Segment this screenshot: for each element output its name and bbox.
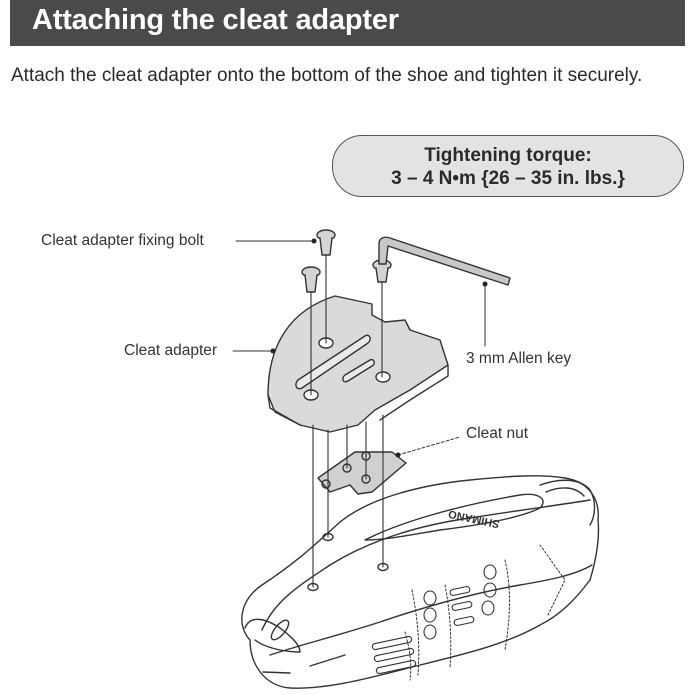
shoe-outline <box>241 475 600 689</box>
cleat-adapter-illustration <box>267 295 449 433</box>
instruction-text: Attach the cleat adapter onto the bottom… <box>11 65 643 86</box>
label-fixing-bolt: Cleat adapter fixing bolt <box>41 232 204 249</box>
torque-value: 3 – 4 N•m {26 – 35 in. lbs.} <box>391 168 625 189</box>
allen-key-illustration <box>378 236 511 286</box>
section-title-bar: Attaching the cleat adapter <box>10 0 685 46</box>
section-title: Attaching the cleat adapter <box>32 4 399 36</box>
fixing-bolts <box>301 229 392 293</box>
cleat-nut-illustration <box>317 451 407 495</box>
torque-heading: Tightening torque: <box>424 145 592 166</box>
torque-callout: Tightening torque: 3 – 4 N•m {26 – 35 in… <box>332 135 684 197</box>
label-cleat-adapter: Cleat adapter <box>124 342 218 359</box>
shoe-illustration <box>241 475 600 689</box>
alignment-lines <box>310 254 384 588</box>
label-allen-key: 3 mm Allen key <box>466 350 572 367</box>
label-cleat-nut: Cleat nut <box>466 425 529 442</box>
